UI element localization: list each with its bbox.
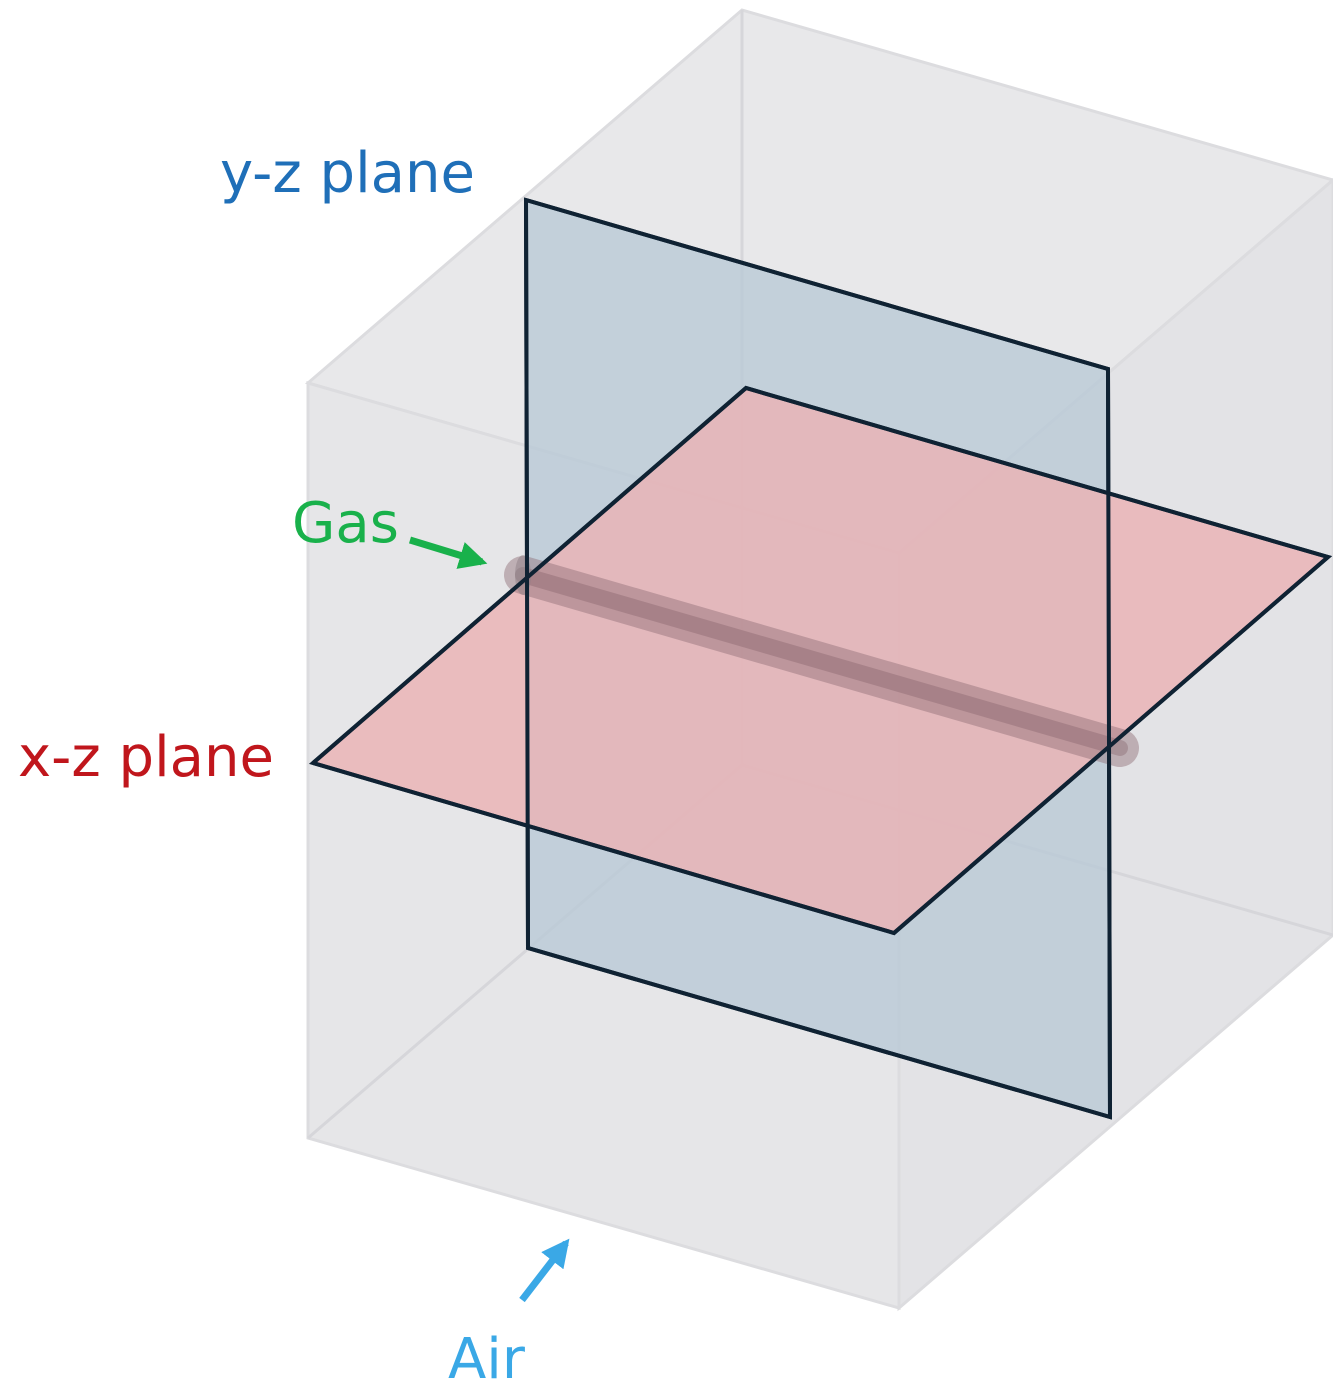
gas-label: Gas [292,491,399,556]
yz-plane-label: y-z plane [220,141,475,206]
xz-plane-label: x-z plane [18,725,274,790]
yz-plane-outline [524,198,1113,1120]
xz-plane-outline [311,385,1333,936]
gas-arrow [408,536,488,569]
air-label: Air [448,1327,526,1387]
air-arrow [519,1238,570,1303]
